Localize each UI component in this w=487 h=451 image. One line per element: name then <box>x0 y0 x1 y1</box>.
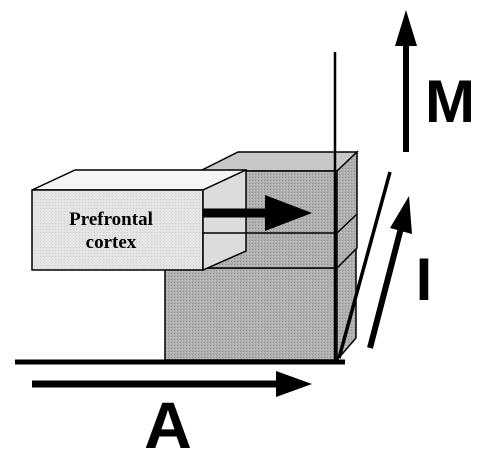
posterior-block-front <box>164 267 338 361</box>
upper-block-side <box>336 150 358 270</box>
i-axis-arrow <box>367 196 412 349</box>
prefrontal-label-line2: cortex <box>86 232 137 253</box>
diagonal-reference-line <box>337 171 392 359</box>
projection-arrow <box>203 195 312 231</box>
a-axis-arrow <box>32 371 312 397</box>
dark-box-edges <box>203 213 358 234</box>
prefrontal-box-front <box>31 189 204 271</box>
prefrontal-box: Prefrontal cortex <box>31 168 247 272</box>
m-axis-arrow <box>395 10 417 152</box>
axis-label-a: A <box>144 388 192 451</box>
prefrontal-label-line1: Prefrontal <box>69 209 153 230</box>
upper-block-top <box>199 151 359 172</box>
axis-label-m: M <box>425 68 475 135</box>
axis-label-i: I <box>416 246 433 313</box>
prefrontal-box-side <box>202 168 247 272</box>
